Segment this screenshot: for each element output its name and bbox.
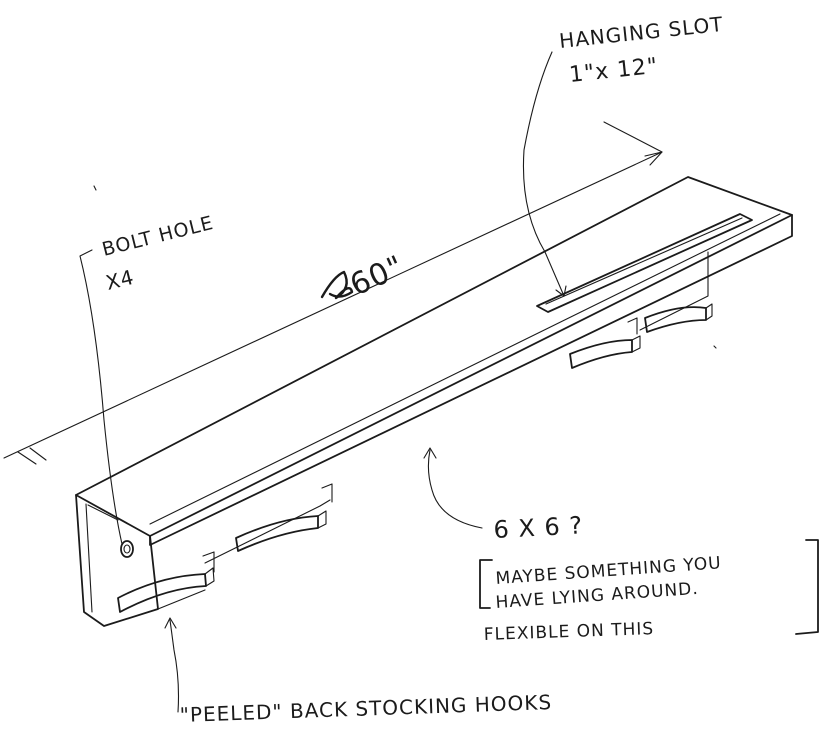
beam-side-face [149,214,793,546]
beam-front-face [75,494,159,627]
hook-3 [569,339,633,369]
bolt-hole-count: X4 [103,265,136,295]
bolt-hole-leader [79,249,123,545]
bolt-hole-title: BOLT HOLE [100,212,216,261]
hook-1 [117,573,207,613]
beam-size-label: 6 X 6 ? [493,511,584,544]
note-bracket-left [479,559,493,609]
hanging-slot-title: HANGING SLOT [558,12,725,53]
beam-size-leader [427,449,483,529]
note-bracket-right [795,539,819,635]
hook-4 [644,306,707,333]
bolt-hole [120,540,134,558]
length-label: 60" [345,249,409,303]
hanging-slot-leader [522,51,565,297]
hooks-leader [169,619,180,713]
hook-2 [235,515,319,552]
hanging-slot [536,213,753,313]
note-line-3: FLEXIBLE ON THIS [483,619,654,645]
stocking-hooks [117,303,713,613]
beam [75,176,793,627]
hooks-label: "PEELED" BACK STOCKING HOOKS [179,690,552,727]
hanging-slot-size: 1"x 12" [568,54,659,88]
